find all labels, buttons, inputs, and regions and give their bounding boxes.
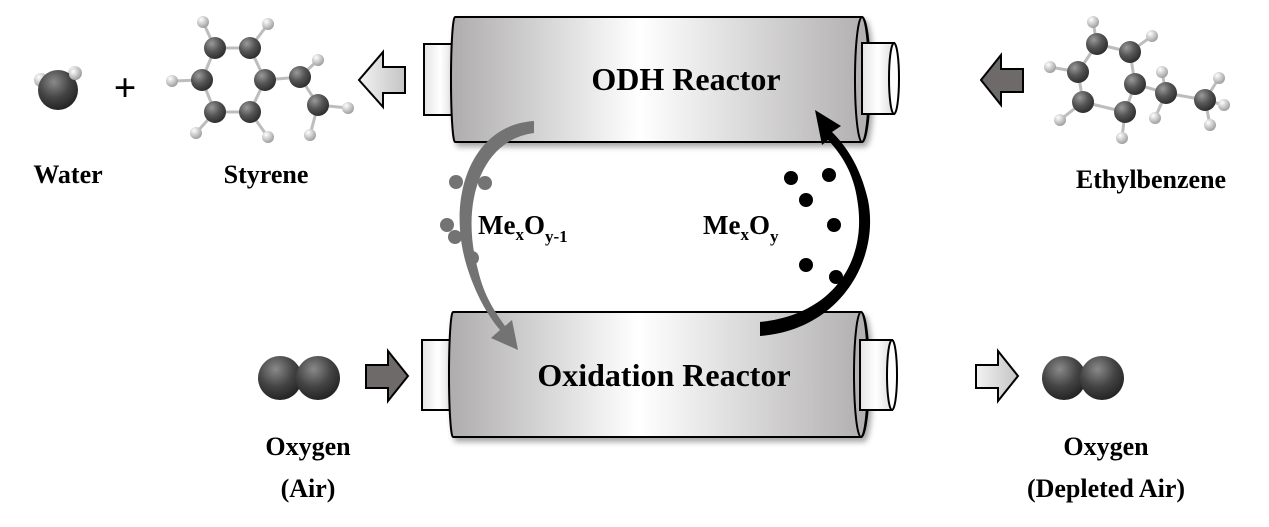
oxidized-carrier-particles: [784, 168, 843, 284]
carbon-atom: [204, 37, 226, 59]
hydrogen-atom: [1087, 16, 1099, 28]
oxygen-air-label-line1: Oxygen: [265, 432, 351, 461]
oxygen-depleted-label-line2: (Depleted Air): [1027, 474, 1185, 503]
particle: [822, 168, 836, 182]
hydrogen-atom: [1054, 114, 1066, 126]
styrene-molecule: [166, 16, 354, 143]
carbon-atom: [1119, 41, 1141, 63]
carbon-atom: [191, 69, 213, 91]
oxidation-reactor: Oxidation Reactor: [421, 311, 898, 438]
hydrogen-atom: [1204, 119, 1216, 131]
carbon-atom: [1124, 73, 1146, 95]
hydrogen-atom: [1044, 61, 1056, 73]
carbon-atom: [1072, 91, 1094, 113]
water-label: Water: [33, 160, 102, 189]
particle: [827, 218, 841, 232]
hydrogen-atom: [262, 18, 274, 30]
oxidized-carrier-label: MexOy: [703, 210, 779, 246]
carbon-atom: [1067, 61, 1089, 83]
hydrogen-atom: [1218, 99, 1230, 111]
ethylbenzene-label: Ethylbenzene: [1076, 165, 1226, 194]
particle: [449, 175, 463, 189]
odh-reactor-label: ODH Reactor: [591, 61, 780, 97]
hydrogen-atom: [312, 54, 324, 66]
oxidation-reactor-label: Oxidation Reactor: [537, 357, 790, 393]
oxygen-molecule-inlet: [258, 356, 340, 400]
ethylbenzene-inlet-arrow: [979, 52, 1024, 108]
oxidized-carrier-arrow: [760, 110, 871, 336]
hydrogen-atom: [190, 127, 202, 139]
oxidation-right-nozzle: [859, 339, 898, 411]
hydrogen-atom: [1149, 112, 1161, 124]
depleted-air-outlet-arrow: [975, 348, 1020, 404]
particle: [784, 171, 798, 185]
particle: [440, 218, 454, 232]
ethylbenzene-molecule: [1044, 16, 1230, 144]
hydrogen-atom: [1156, 66, 1168, 78]
carbon-atom: [254, 69, 276, 91]
particle: [448, 230, 462, 244]
water-molecule: [34, 66, 82, 110]
hydrogen-atom: [342, 102, 354, 114]
carbon-atom: [1114, 101, 1136, 123]
reduced-carrier-arrow: [459, 121, 534, 350]
particle: [799, 193, 813, 207]
hydrogen-atom: [304, 129, 316, 141]
styrene-outlet-arrow: [357, 49, 406, 110]
carbon-atom: [239, 37, 261, 59]
hydrogen-atom: [197, 16, 209, 28]
particle: [799, 258, 813, 272]
odh-right-nozzle: [861, 42, 900, 115]
hydrogen-atom: [1116, 132, 1128, 144]
hydrogen-atom: [1213, 72, 1225, 84]
reduced-carrier-label: MexOy-1: [478, 210, 568, 246]
carbon-atom: [1155, 82, 1177, 104]
carbon-atom: [239, 101, 261, 123]
styrene-label: Styrene: [224, 160, 309, 189]
plus-sign: +: [114, 65, 137, 110]
particle: [478, 176, 492, 190]
particle: [465, 251, 479, 265]
oxygen-depleted-label-line1: Oxygen: [1063, 432, 1149, 461]
hydrogen-atom: [166, 75, 178, 87]
carbon-atom: [204, 101, 226, 123]
oxygen-air-label-line2: (Air): [281, 474, 336, 503]
carbon-atom: [289, 66, 311, 88]
hydrogen-atom: [1146, 30, 1158, 42]
odh-reactor: ODH Reactor: [423, 16, 900, 143]
particle: [829, 270, 843, 284]
hydrogen-atom: [262, 131, 274, 143]
carbon-atom: [1086, 33, 1108, 55]
carbon-atom: [307, 94, 329, 116]
reduced-carrier-particles: [440, 175, 492, 265]
oxygen-molecule-outlet: [1042, 356, 1124, 400]
carbon-atom: [1194, 89, 1216, 111]
air-inlet-arrow: [365, 348, 410, 404]
